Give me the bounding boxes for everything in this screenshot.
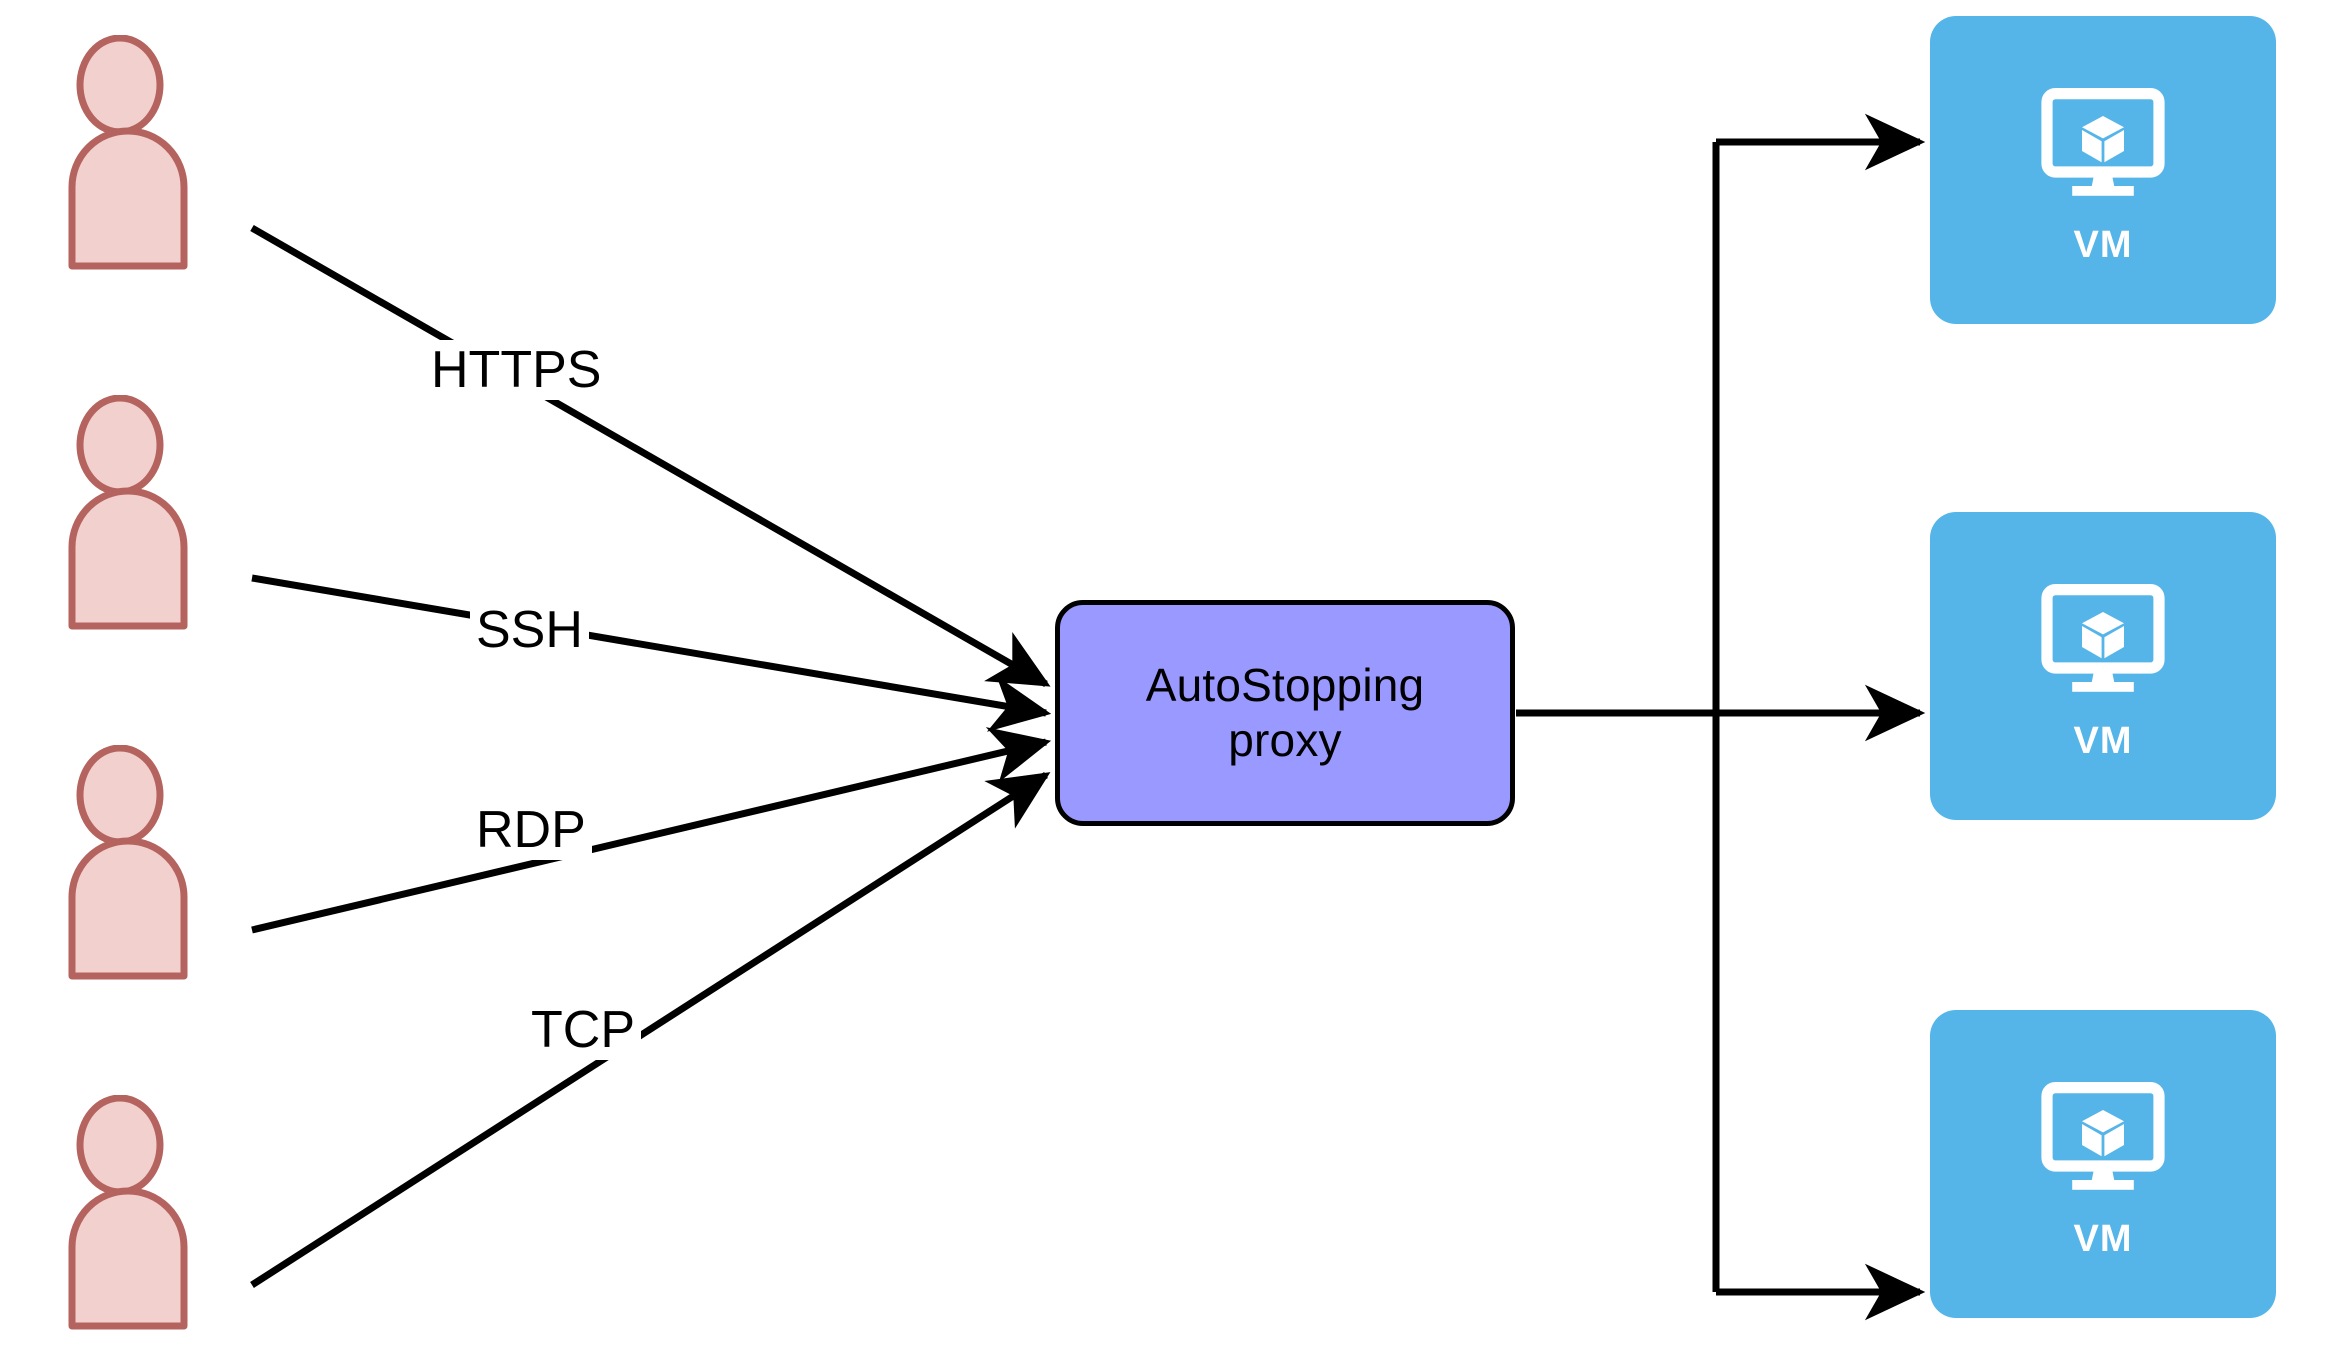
proxy-label: AutoStopping proxy: [1146, 658, 1425, 768]
proxy-label-line2: proxy: [1228, 714, 1342, 766]
proxy-label-line1: AutoStopping: [1145, 658, 1425, 711]
actor-4[interactable]: [68, 1094, 228, 1330]
vm-caption: VM: [2073, 719, 2133, 762]
protocol-label-rdp: RDP: [470, 800, 592, 860]
user-icon: [68, 744, 188, 980]
connector-https: [250, 224, 1051, 688]
user-icon: [68, 394, 188, 630]
vm-node-top[interactable]: VM: [1930, 16, 2276, 324]
protocol-label-tcp: TCP: [525, 1000, 641, 1060]
actor-3[interactable]: [68, 744, 228, 980]
connector-rdp: [251, 727, 1052, 934]
user-icon: [68, 1094, 188, 1330]
protocol-label-ssh: SSH: [470, 600, 589, 660]
protocol-label-https: HTTPS: [425, 340, 608, 400]
vm-node-bottom[interactable]: VM: [1930, 1010, 2276, 1318]
actor-2[interactable]: [68, 394, 228, 630]
virtual-machine-monitor-icon: [2041, 583, 2165, 692]
vm-node-middle[interactable]: VM: [1930, 512, 2276, 820]
connector-ssh: [251, 574, 1052, 732]
virtual-machine-monitor-icon: [2041, 1081, 2165, 1190]
vm-caption: VM: [2073, 1217, 2133, 1260]
autostopping-proxy-node[interactable]: AutoStopping proxy: [1055, 600, 1515, 826]
virtual-machine-monitor-icon: [2041, 87, 2165, 196]
user-icon: [68, 34, 188, 270]
vm-caption: VM: [2073, 223, 2133, 266]
actor-1[interactable]: [68, 34, 228, 270]
connector-tcp: [250, 772, 1051, 1288]
